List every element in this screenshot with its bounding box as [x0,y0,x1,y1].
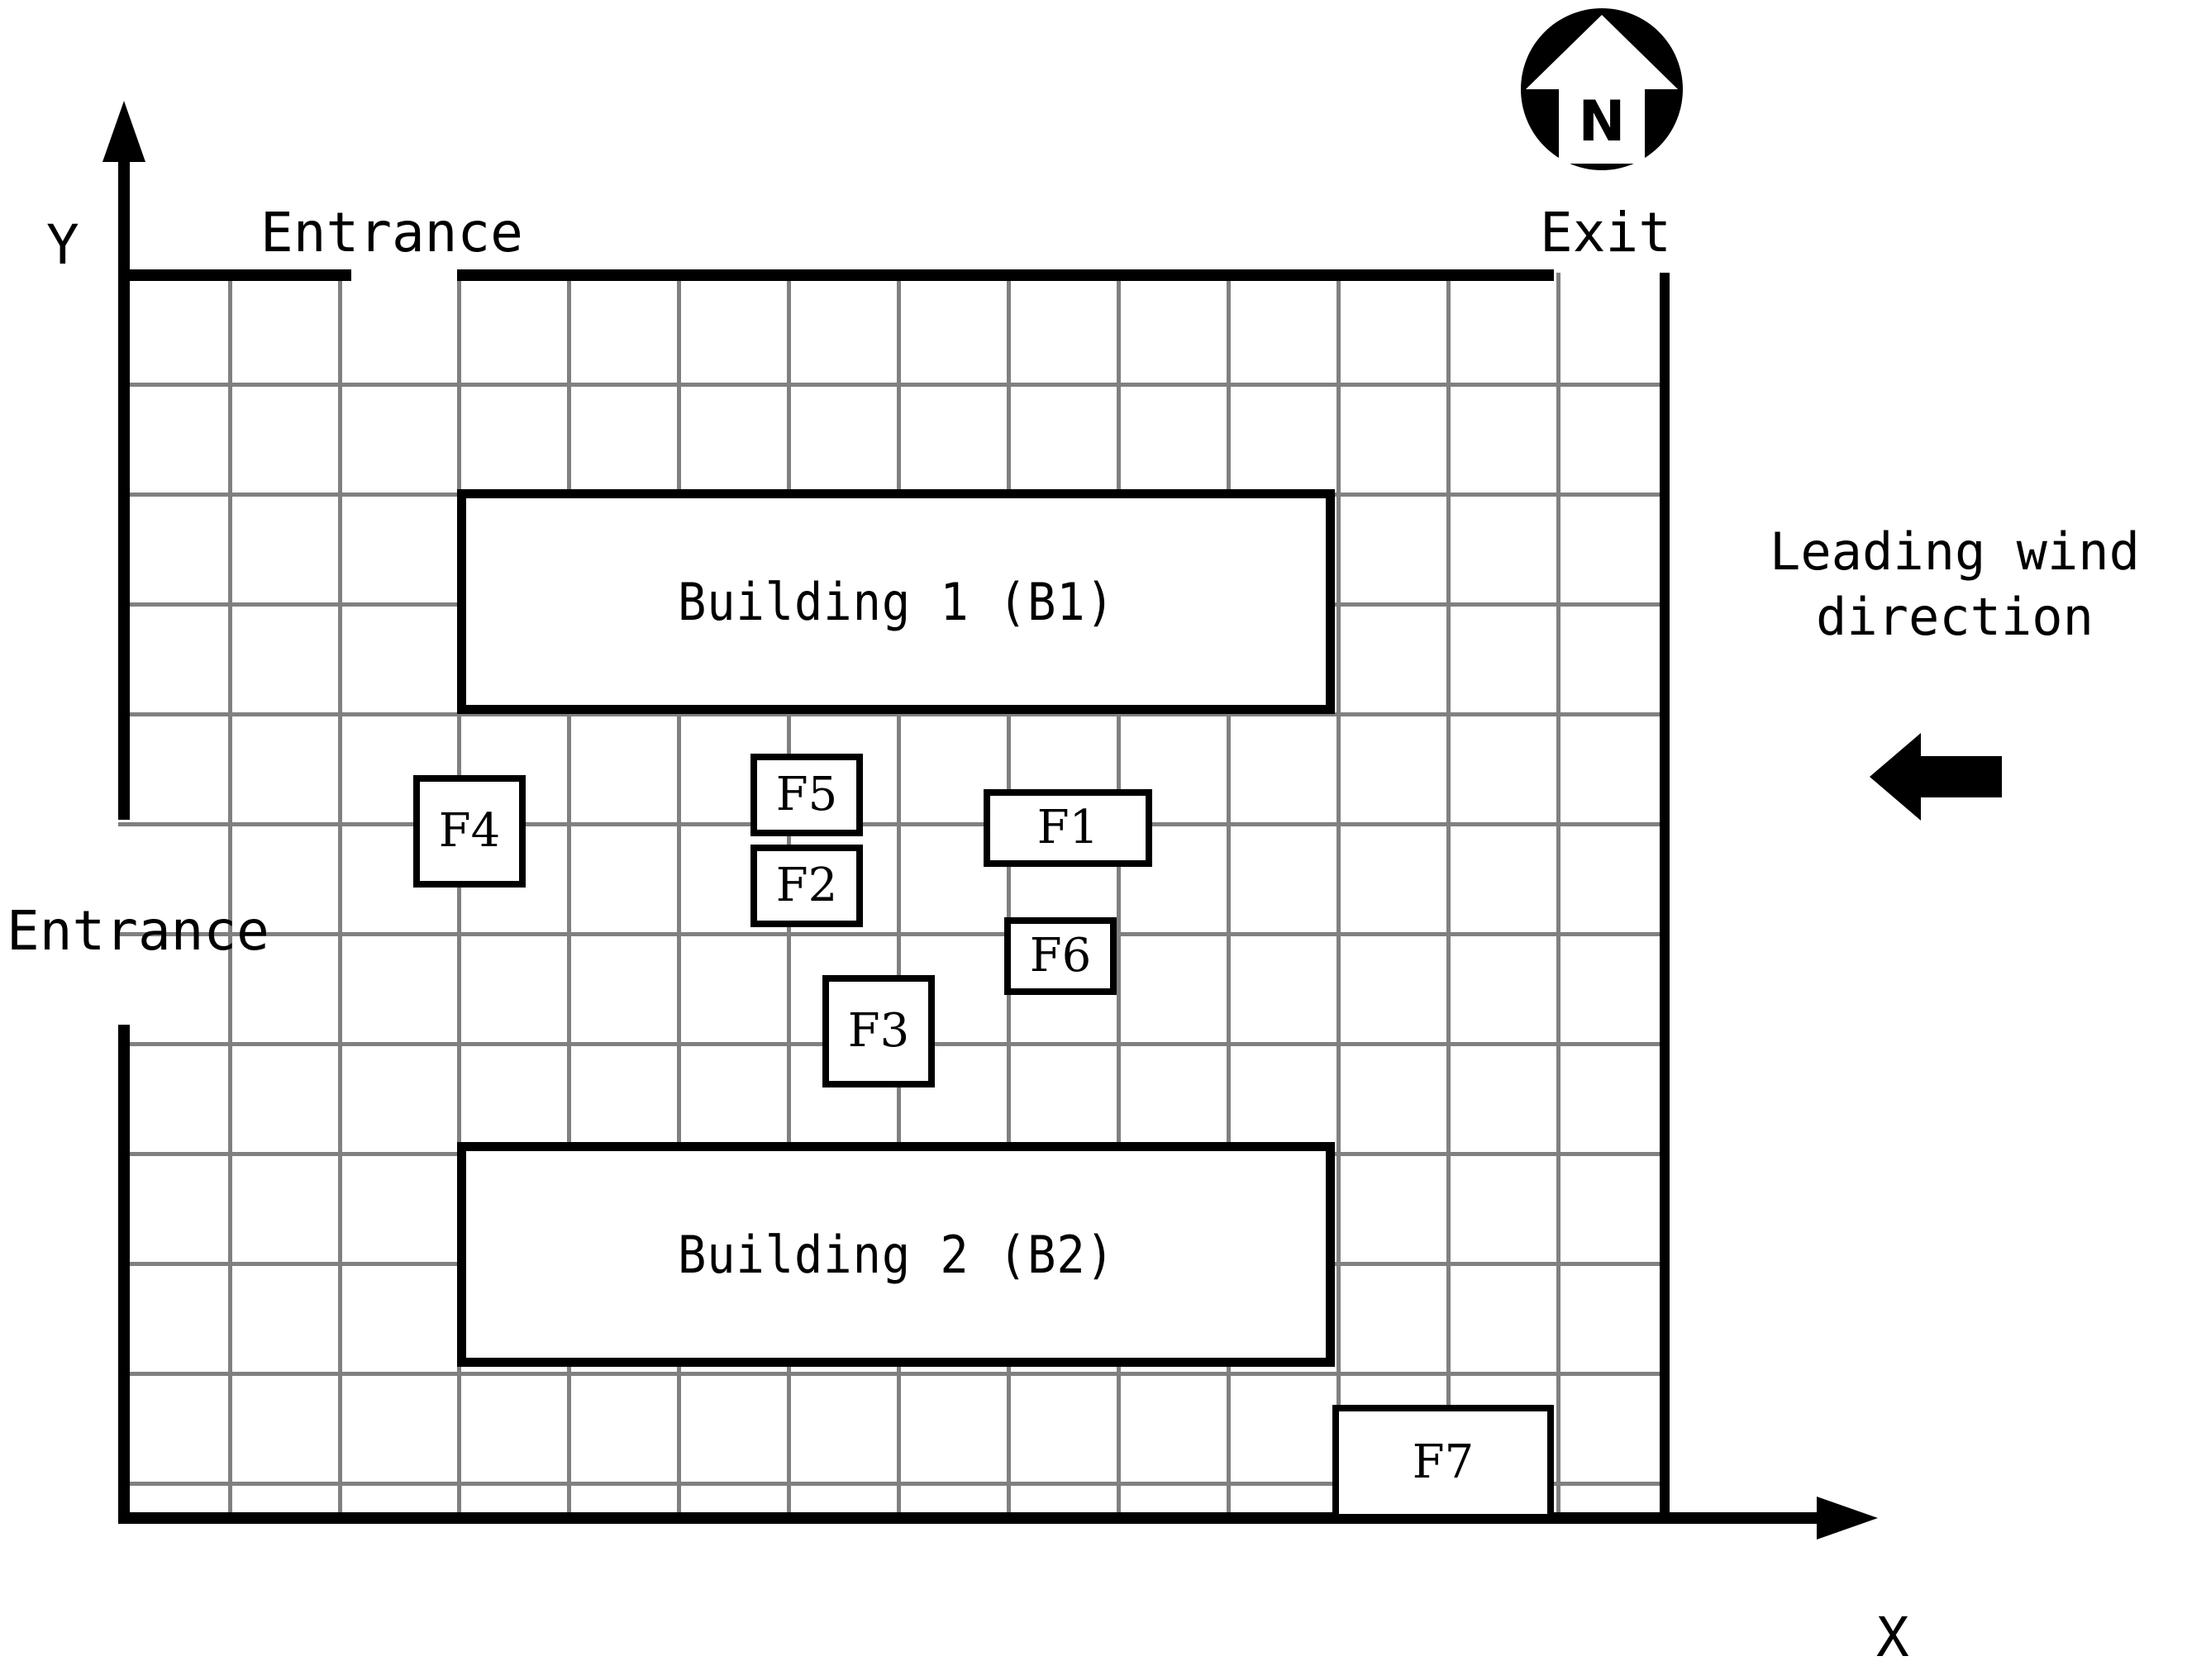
grid-line-vertical [228,273,232,1516]
grid-line-vertical [1007,273,1011,1516]
facility-f2-label: F2 [775,859,838,912]
label-entrance-left: Entrance [7,899,269,963]
axis-x-shaft [118,1512,1821,1524]
grid-line-vertical [677,273,681,1516]
grid-line-vertical [1117,273,1121,1516]
grid-line-vertical [1556,273,1560,1516]
facility-f4-label: F4 [438,804,501,858]
wall-right-exit [1660,273,1670,1522]
building-b1-label: Building 1 (B1) [677,571,1115,632]
grid-line-vertical [338,273,342,1516]
grid-line-horizontal [118,383,1665,387]
axis-y-label: Y [46,213,79,277]
grid-line-horizontal [118,712,1665,716]
label-entrance-top: Entrance [260,201,523,264]
facility-f7-label: F7 [1412,1435,1475,1489]
facility-f4[interactable]: F4 [413,775,526,888]
wall-top-left-stub [118,269,351,281]
axis-x-arrowhead [1817,1497,1878,1540]
svg-text:N: N [1579,89,1626,155]
facility-f7[interactable]: F7 [1332,1405,1554,1521]
grid-line-vertical [897,273,901,1516]
facility-f5[interactable]: F5 [750,754,863,836]
facility-f2[interactable]: F2 [750,845,863,927]
wind-direction-arrow-icon [1870,731,2002,826]
grid-line-vertical [457,273,461,1516]
facility-f3[interactable]: F3 [822,975,935,1087]
compass-north-icon: N [1519,7,1684,175]
grid-line-horizontal [118,1482,1665,1486]
wall-top-main [457,269,1554,281]
facility-f1-label: F1 [1036,801,1099,854]
facility-f3-label: F3 [847,1004,910,1058]
wind-caption-line1: Leading wind [1770,521,2140,582]
building-b2[interactable]: Building 2 (B2) [457,1142,1335,1367]
wall-left-upper [118,273,130,820]
wall-left-lower [118,1025,130,1522]
wind-direction-caption: Leading wind direction [1736,519,2174,650]
grid-line-horizontal [118,1372,1665,1376]
grid-line-vertical [1336,273,1341,1516]
facility-f6[interactable]: F6 [1004,917,1117,995]
grid-line-vertical [1446,273,1451,1516]
axis-y-arrowhead [102,101,145,162]
wind-caption-line2: direction [1816,587,2094,648]
facility-f6-label: F6 [1029,929,1092,983]
grid-line-horizontal [118,822,1665,826]
label-exit: Exit [1540,201,1671,264]
facility-f5-label: F5 [775,768,838,821]
grid-line-vertical [1227,273,1231,1516]
building-b1[interactable]: Building 1 (B1) [457,489,1335,714]
building-b2-label: Building 2 (B2) [677,1224,1115,1285]
grid-line-horizontal [118,932,1665,936]
facility-f1[interactable]: F1 [984,789,1152,867]
axis-x-label: X [1876,1606,1909,1669]
grid-line-vertical [567,273,571,1516]
axis-y-shaft [118,162,130,278]
